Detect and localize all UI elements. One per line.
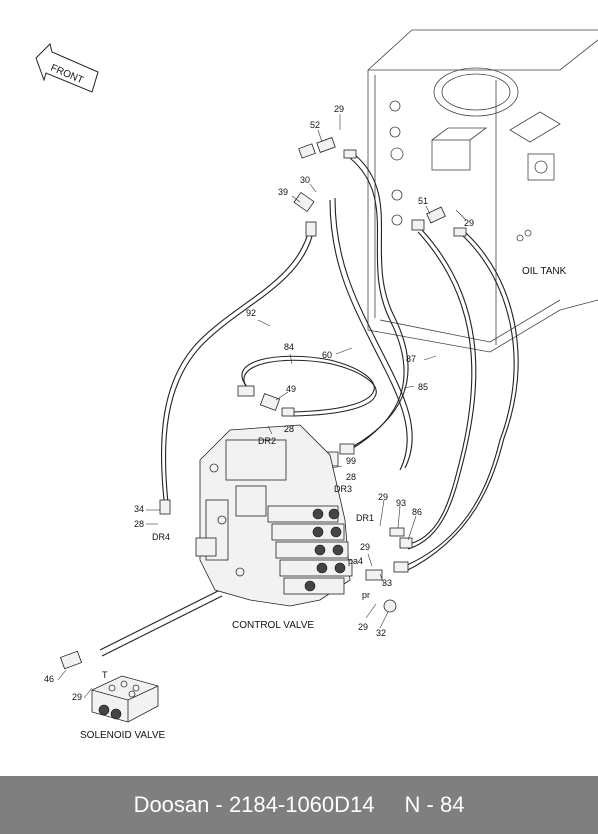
oil-tank: OIL TANK (367, 29, 598, 353)
part-number-labels: 29 52 30 39 51 29 92 84 60 87 85 49 28 9… (44, 104, 474, 702)
part-number: 87 (406, 354, 416, 364)
part-number: 85 (418, 382, 428, 392)
part-number: 99 (346, 456, 356, 466)
part-number: 29 (72, 692, 82, 702)
port-labels: DR2 DR3 DR1 DR4 pa4 pr T (102, 436, 374, 680)
part-number: 93 (396, 498, 406, 508)
part-number: 28 (346, 472, 356, 482)
oil-tank-label: OIL TANK (522, 266, 567, 277)
leader-lines (57, 114, 467, 699)
part-number: 29 (464, 218, 474, 228)
part-number: 46 (44, 674, 54, 684)
control-valve-label: CONTROL VALVE (232, 620, 314, 631)
port-label: pa4 (348, 556, 363, 566)
port-label: DR2 (258, 436, 276, 446)
part-number: 29 (358, 622, 368, 632)
front-arrow: FRONT (35, 43, 99, 93)
part-number: 28 (284, 424, 294, 434)
port-label: DR3 (334, 484, 352, 494)
valve-spools (267, 505, 353, 595)
part-number: 34 (134, 504, 144, 514)
part-number: 29 (360, 542, 370, 552)
footer-page-number: N - 84 (404, 792, 465, 817)
part-number: 84 (284, 342, 294, 352)
hydraulic-parts-diagram: FRONT OIL TANK (35, 29, 598, 741)
part-number: 30 (300, 175, 310, 185)
port-label: DR1 (356, 513, 374, 523)
part-number: 29 (378, 492, 388, 502)
footer-part-number: Doosan - 2184-1060D14 (133, 792, 375, 817)
footer-bar: Doosan - 2184-1060D14 N - 84 (0, 776, 598, 834)
solenoid-valve: SOLENOID VALVE (80, 675, 166, 741)
control-valve: CONTROL VALVE (195, 424, 353, 631)
part-number: 51 (418, 196, 428, 206)
part-number: 32 (376, 628, 386, 638)
solenoid-valve-label: SOLENOID VALVE (80, 730, 166, 741)
part-number: 60 (322, 350, 332, 360)
part-number: 29 (334, 104, 344, 114)
part-number: 86 (412, 507, 422, 517)
port-label: pr (362, 590, 370, 600)
port-label: DR4 (152, 532, 170, 542)
part-number: 39 (278, 187, 288, 197)
part-number: 33 (382, 578, 392, 588)
port-label: T (102, 670, 108, 680)
part-number: 52 (310, 120, 320, 130)
part-number: 49 (286, 384, 296, 394)
part-number: 92 (246, 308, 256, 318)
hoses (99, 153, 519, 657)
part-number: 28 (134, 519, 144, 529)
